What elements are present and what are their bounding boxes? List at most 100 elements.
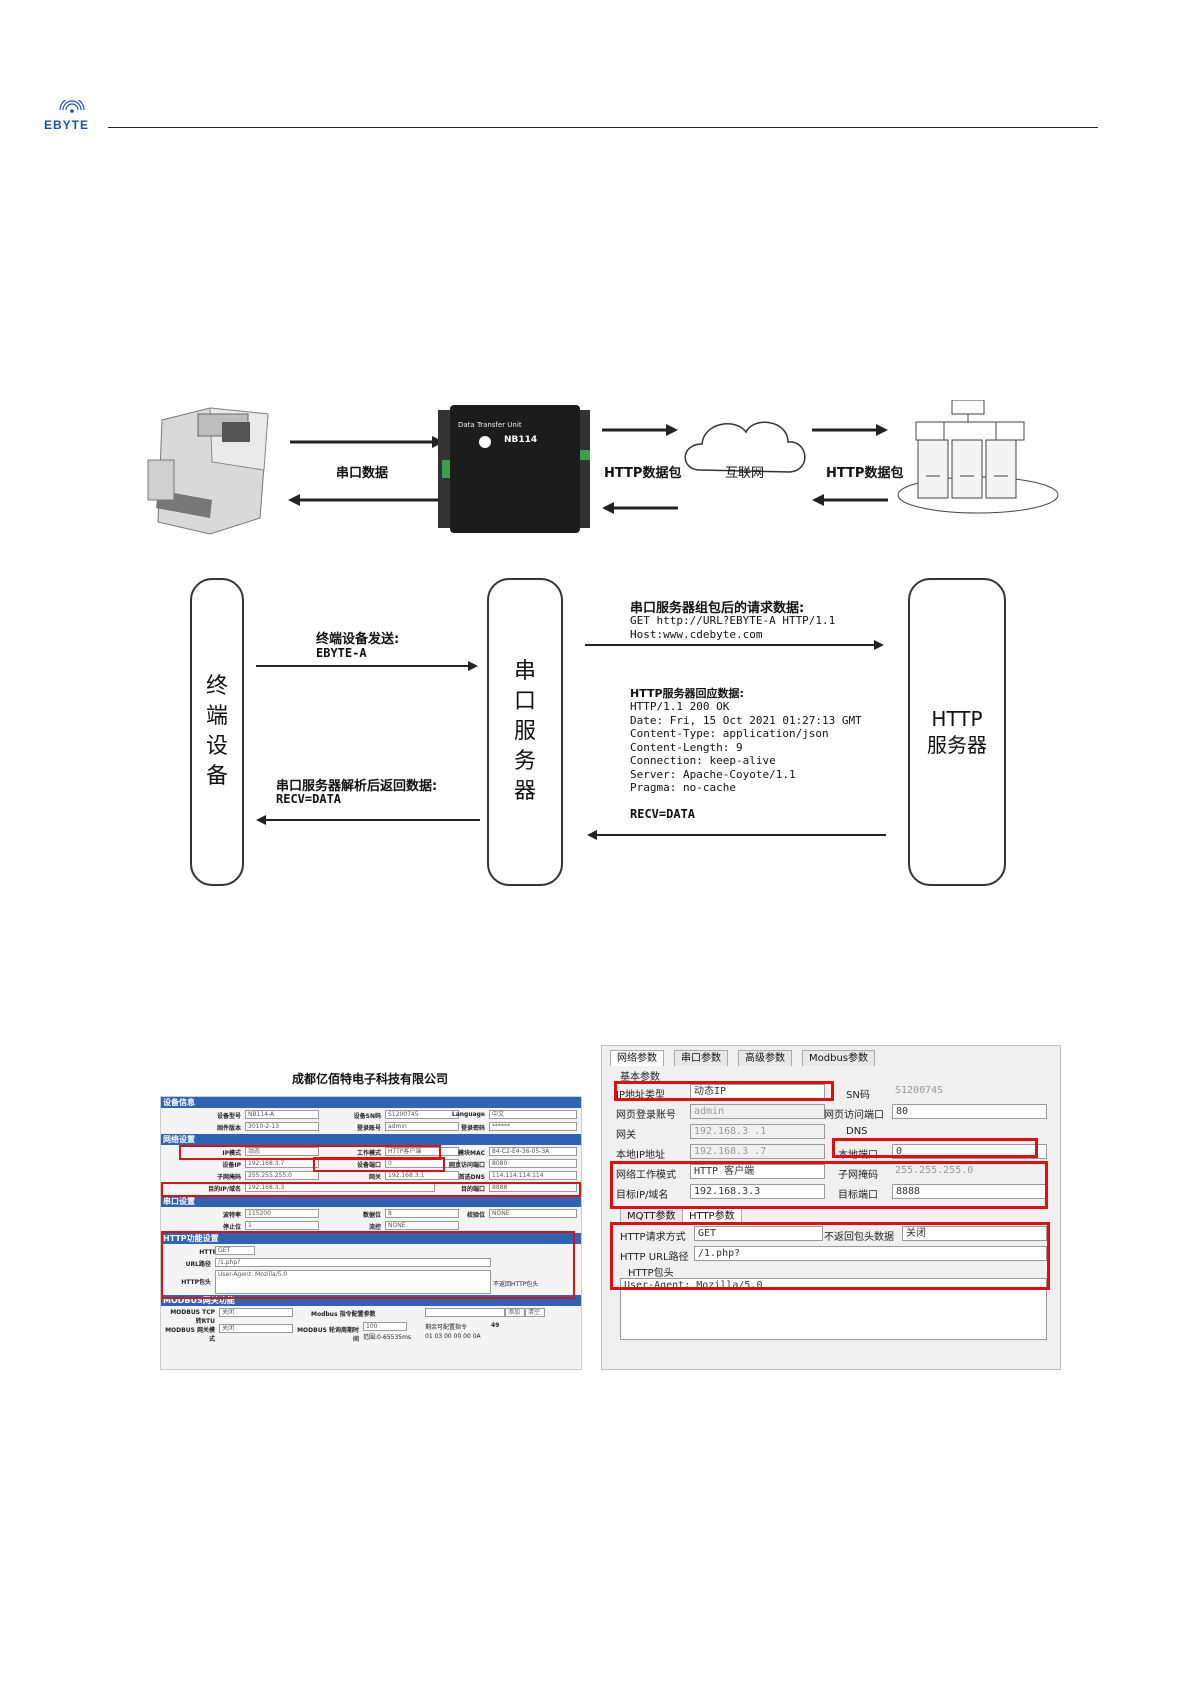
device-ip-label: 设备IP xyxy=(222,1162,241,1169)
gateway-input[interactable]: 192.168.3 .1 xyxy=(690,1124,825,1139)
subnet-input[interactable]: 255.255.255.0 xyxy=(245,1171,319,1180)
net-mode-select[interactable]: HTTP 客户端 xyxy=(690,1164,825,1179)
login-user-input[interactable]: admin xyxy=(385,1122,459,1131)
dns-label: DNS xyxy=(846,1126,868,1137)
sequence-arrows xyxy=(256,640,886,840)
local-ip-input[interactable]: 192.168.3 .7 xyxy=(690,1144,825,1159)
company-title: 成都亿佰特电子科技有限公司 xyxy=(291,1072,448,1086)
modbus-cmd-input[interactable] xyxy=(425,1308,505,1317)
subnet-label: 子网掩码 xyxy=(838,1170,878,1181)
stopbits-label: 停止位 xyxy=(222,1224,241,1231)
web-config-panel: 设备信息 设备型号 NB114-A 设备SN码 S1200745 Languag… xyxy=(160,1096,582,1370)
mac-value: 84-C2-E4-36-05-3A xyxy=(489,1147,577,1156)
http-method-select[interactable]: GET xyxy=(215,1246,255,1255)
subnet-label: 子网掩码 xyxy=(216,1174,241,1181)
tab-modbus[interactable]: Modbus参数 xyxy=(802,1050,875,1066)
ip-type-label: IP地址类型 xyxy=(616,1090,665,1101)
modbus-timeout-input[interactable]: 100 xyxy=(363,1322,407,1331)
no-return-select[interactable]: 关闭 xyxy=(902,1226,1047,1241)
modbus-gw-select[interactable]: 关闭 xyxy=(219,1324,293,1333)
modbus-gw-label: MODBUS 网关模式 xyxy=(165,1327,215,1343)
firmware-label: 固件版本 xyxy=(216,1125,241,1132)
brand-name: EBYTE xyxy=(44,118,90,132)
ip-mode-select[interactable]: 动态 xyxy=(245,1147,319,1156)
device-model-label: 设备型号 xyxy=(216,1113,241,1120)
target-port-label: 目标端口 xyxy=(838,1190,878,1201)
flow-diagram: Data Transfer Unit NB114 xyxy=(147,400,1059,535)
response-title: HTTP服务器回应数据: xyxy=(630,687,744,700)
sn-label: SN码 xyxy=(846,1090,870,1101)
http-packet-left-label: HTTP数据包 xyxy=(604,466,682,481)
url-input[interactable]: /1.php? xyxy=(694,1246,1047,1261)
http-header-textarea[interactable]: User-Agent: Mozilla/5.0 xyxy=(215,1270,491,1294)
http-header-label: HTTP包头 xyxy=(181,1279,211,1286)
web-user-input[interactable]: admin xyxy=(690,1104,825,1119)
stopbits-select[interactable]: 1 xyxy=(245,1221,319,1230)
web-port-input[interactable]: 80 xyxy=(892,1104,1047,1119)
dns-label: 首选DNS xyxy=(458,1174,485,1181)
modbus-tcp-select[interactable]: 关闭 xyxy=(219,1308,293,1317)
language-label: Language xyxy=(451,1111,485,1118)
add-button[interactable]: 添加 xyxy=(505,1308,525,1317)
baud-select[interactable]: 115200 xyxy=(245,1209,319,1218)
highlight-target xyxy=(610,1161,1048,1209)
http-server-label-2: 服务器 xyxy=(927,733,987,757)
no-return-header-checkbox[interactable]: 不返回HTTP包头 xyxy=(493,1281,539,1288)
work-mode-select[interactable]: HTTP客户端 xyxy=(385,1147,459,1156)
highlight-ip-mode xyxy=(179,1145,441,1160)
parity-label: 校验位 xyxy=(466,1212,485,1219)
web-user-label: 网页登录账号 xyxy=(616,1110,676,1121)
return-data: RECV=DATA xyxy=(276,792,342,806)
tab-serial[interactable]: 串口参数 xyxy=(674,1050,728,1066)
target-ip-label: 目标IP/域名 xyxy=(616,1190,669,1201)
response-body: HTTP/1.1 200 OK Date: Fri, 15 Oct 2021 0… xyxy=(630,700,862,794)
highlight-http-settings xyxy=(161,1231,575,1299)
clear-button[interactable]: 清空 xyxy=(525,1308,545,1317)
http-arrows-left xyxy=(602,424,678,514)
sn-value: S120074S xyxy=(892,1084,1045,1097)
login-pwd-input[interactable]: ****** xyxy=(489,1122,577,1131)
section-modbus: MODBUS网关功能 xyxy=(161,1295,581,1306)
server-cluster-icon xyxy=(897,400,1059,514)
highlight-ip-type xyxy=(614,1081,834,1101)
databits-select[interactable]: 8 xyxy=(385,1209,459,1218)
cmd-value: 01 03 00 00 00 0A xyxy=(425,1333,481,1340)
modbus-tcp-label: MODBUS TCP转RTU xyxy=(170,1309,215,1325)
language-select[interactable]: 中文 xyxy=(489,1110,577,1119)
target-port-input[interactable]: 8888 xyxy=(892,1184,1047,1199)
ebyte-logo xyxy=(59,100,85,113)
http-arrows-right xyxy=(812,424,888,506)
section-device-info: 设备信息 xyxy=(161,1097,581,1108)
flow-select[interactable]: NONE xyxy=(385,1221,459,1230)
term-send-title: 终端设备发送: xyxy=(316,632,400,647)
web-port-label: 网页访问端口 xyxy=(448,1162,485,1169)
terminal-label: 终端设备 xyxy=(205,674,228,789)
dns-input[interactable]: 114.114.114.114 xyxy=(489,1171,577,1180)
url-path-input[interactable]: /1.php? xyxy=(215,1258,491,1267)
remaining-value: 49 xyxy=(491,1322,500,1329)
target-ip-input[interactable]: 192.168.3.3 xyxy=(690,1184,825,1199)
work-mode-label: 工作模式 xyxy=(356,1150,381,1157)
modbus-cmd-label: Modbus 指令配置参数 xyxy=(311,1311,376,1318)
flow-label: 流控 xyxy=(368,1224,381,1231)
section-network: 网络设置 xyxy=(161,1134,581,1145)
device-ip-input[interactable]: 192.168.3.7 xyxy=(245,1159,319,1168)
target-ip-label: 目的IP/域名 xyxy=(208,1186,241,1193)
tab-network[interactable]: 网络参数 xyxy=(610,1050,664,1066)
web-port-input[interactable]: 8080 xyxy=(489,1159,577,1168)
highlight-http xyxy=(610,1222,1050,1290)
internet-label: 互联网 xyxy=(725,466,765,481)
http-method-select[interactable]: GET xyxy=(694,1226,823,1241)
tab-advanced[interactable]: 高级参数 xyxy=(738,1050,792,1066)
http-server-label-1: HTTP xyxy=(931,707,983,731)
modbus-range: 范围:0-65535ms xyxy=(363,1334,412,1341)
parity-select[interactable]: NONE xyxy=(489,1209,577,1218)
device-model-value: NB114-A xyxy=(245,1110,319,1119)
pc-config-panel: 网络参数 串口参数 高级参数 Modbus参数 基本参数 IP地址类型 动态IP… xyxy=(601,1045,1061,1370)
subnet-input[interactable]: 255.255.255.0 xyxy=(892,1164,1045,1177)
return-arrow xyxy=(256,815,480,825)
http-method-label: HTTP请求方式 xyxy=(620,1232,686,1243)
no-return-label: 不返回包头数据 xyxy=(824,1232,894,1243)
response-data: RECV=DATA xyxy=(630,807,696,821)
serial-data-label: 串口数据 xyxy=(336,466,389,481)
